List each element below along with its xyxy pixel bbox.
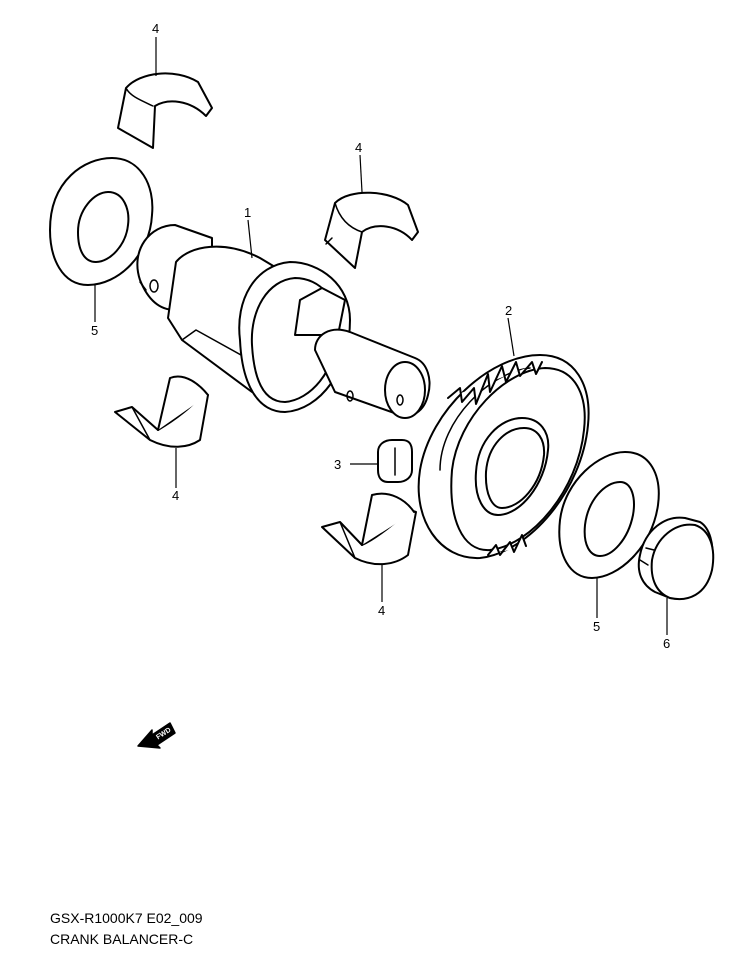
leader-1 xyxy=(247,219,253,259)
callout-1: 1 xyxy=(244,205,251,220)
woodruff-key xyxy=(377,439,413,483)
balancer-driven-gear xyxy=(417,354,590,560)
callout-6: 6 xyxy=(663,636,670,651)
bearing-shell-top xyxy=(117,72,213,149)
callout-4-top: 4 xyxy=(152,21,159,36)
callout-3: 3 xyxy=(334,457,341,472)
callout-4-lower-right: 4 xyxy=(378,603,385,618)
thrust-washer-right xyxy=(558,451,660,579)
balancer-shaft xyxy=(136,224,431,419)
leader-2 xyxy=(507,317,515,357)
callout-numbers: 4 5 1 4 4 3 2 4 5 6 xyxy=(91,21,670,651)
gear-teeth xyxy=(447,361,543,556)
leader-lines xyxy=(94,37,668,635)
bearing-shell-lower-right xyxy=(321,492,417,566)
bearing-shell-upper-right xyxy=(324,191,419,269)
callout-5-right: 5 xyxy=(593,619,600,634)
fwd-arrow-icon: FWD xyxy=(137,722,176,749)
callout-4-upper-right: 4 xyxy=(355,140,362,155)
diagram-title: CRANK BALANCER-C xyxy=(50,931,194,947)
bearing-shell-lower-left xyxy=(114,375,209,448)
leader-4b xyxy=(359,154,363,193)
callout-5-left: 5 xyxy=(91,323,98,338)
callout-2: 2 xyxy=(505,303,512,318)
cap-plug xyxy=(637,516,715,600)
diagram-code: GSX-R1000K7 E02_009 xyxy=(50,910,203,926)
callout-4-lower-left: 4 xyxy=(172,488,179,503)
thrust-washer-left xyxy=(49,157,154,286)
